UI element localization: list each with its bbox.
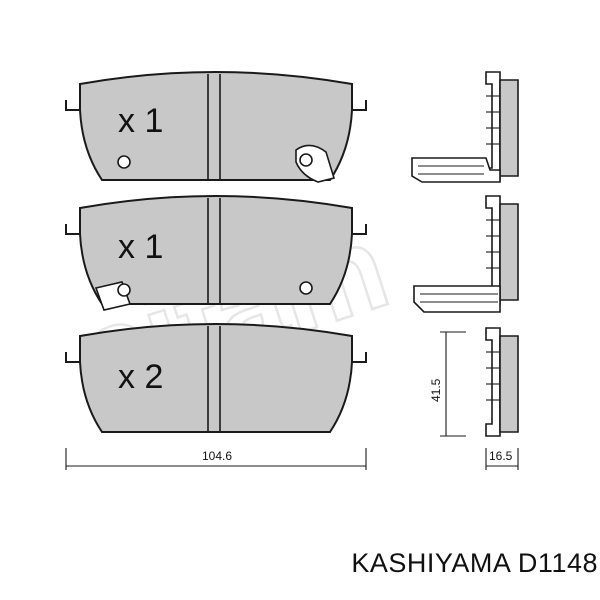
- side-profile-1: [411, 71, 519, 183]
- height-dimension: 41.5: [429, 331, 466, 437]
- thickness-dimension: 16.5: [485, 448, 519, 470]
- side-profile-3: [485, 327, 519, 437]
- side-profile-2: [413, 195, 519, 313]
- wear-indicator-hole: [117, 155, 131, 169]
- sensor-hole: [299, 281, 313, 295]
- sensor-hole: [299, 153, 313, 167]
- brake-pad-1: x 1: [65, 71, 367, 183]
- product-caption: KASHIYAMA D1148: [351, 548, 598, 578]
- width-dimension: 104.6: [65, 448, 367, 470]
- thickness-value: 16.5: [489, 449, 513, 463]
- brake-pad-2: x 1: [65, 195, 367, 311]
- height-value: 41.5: [429, 378, 443, 402]
- pad-2-quantity: x 1: [118, 228, 163, 266]
- wear-indicator-hole: [117, 283, 131, 297]
- brake-pad-3: x 2: [65, 323, 367, 433]
- pad-3-quantity: x 2: [118, 358, 163, 396]
- width-value: 104.6: [202, 449, 232, 463]
- pad-1-quantity: x 1: [118, 102, 163, 140]
